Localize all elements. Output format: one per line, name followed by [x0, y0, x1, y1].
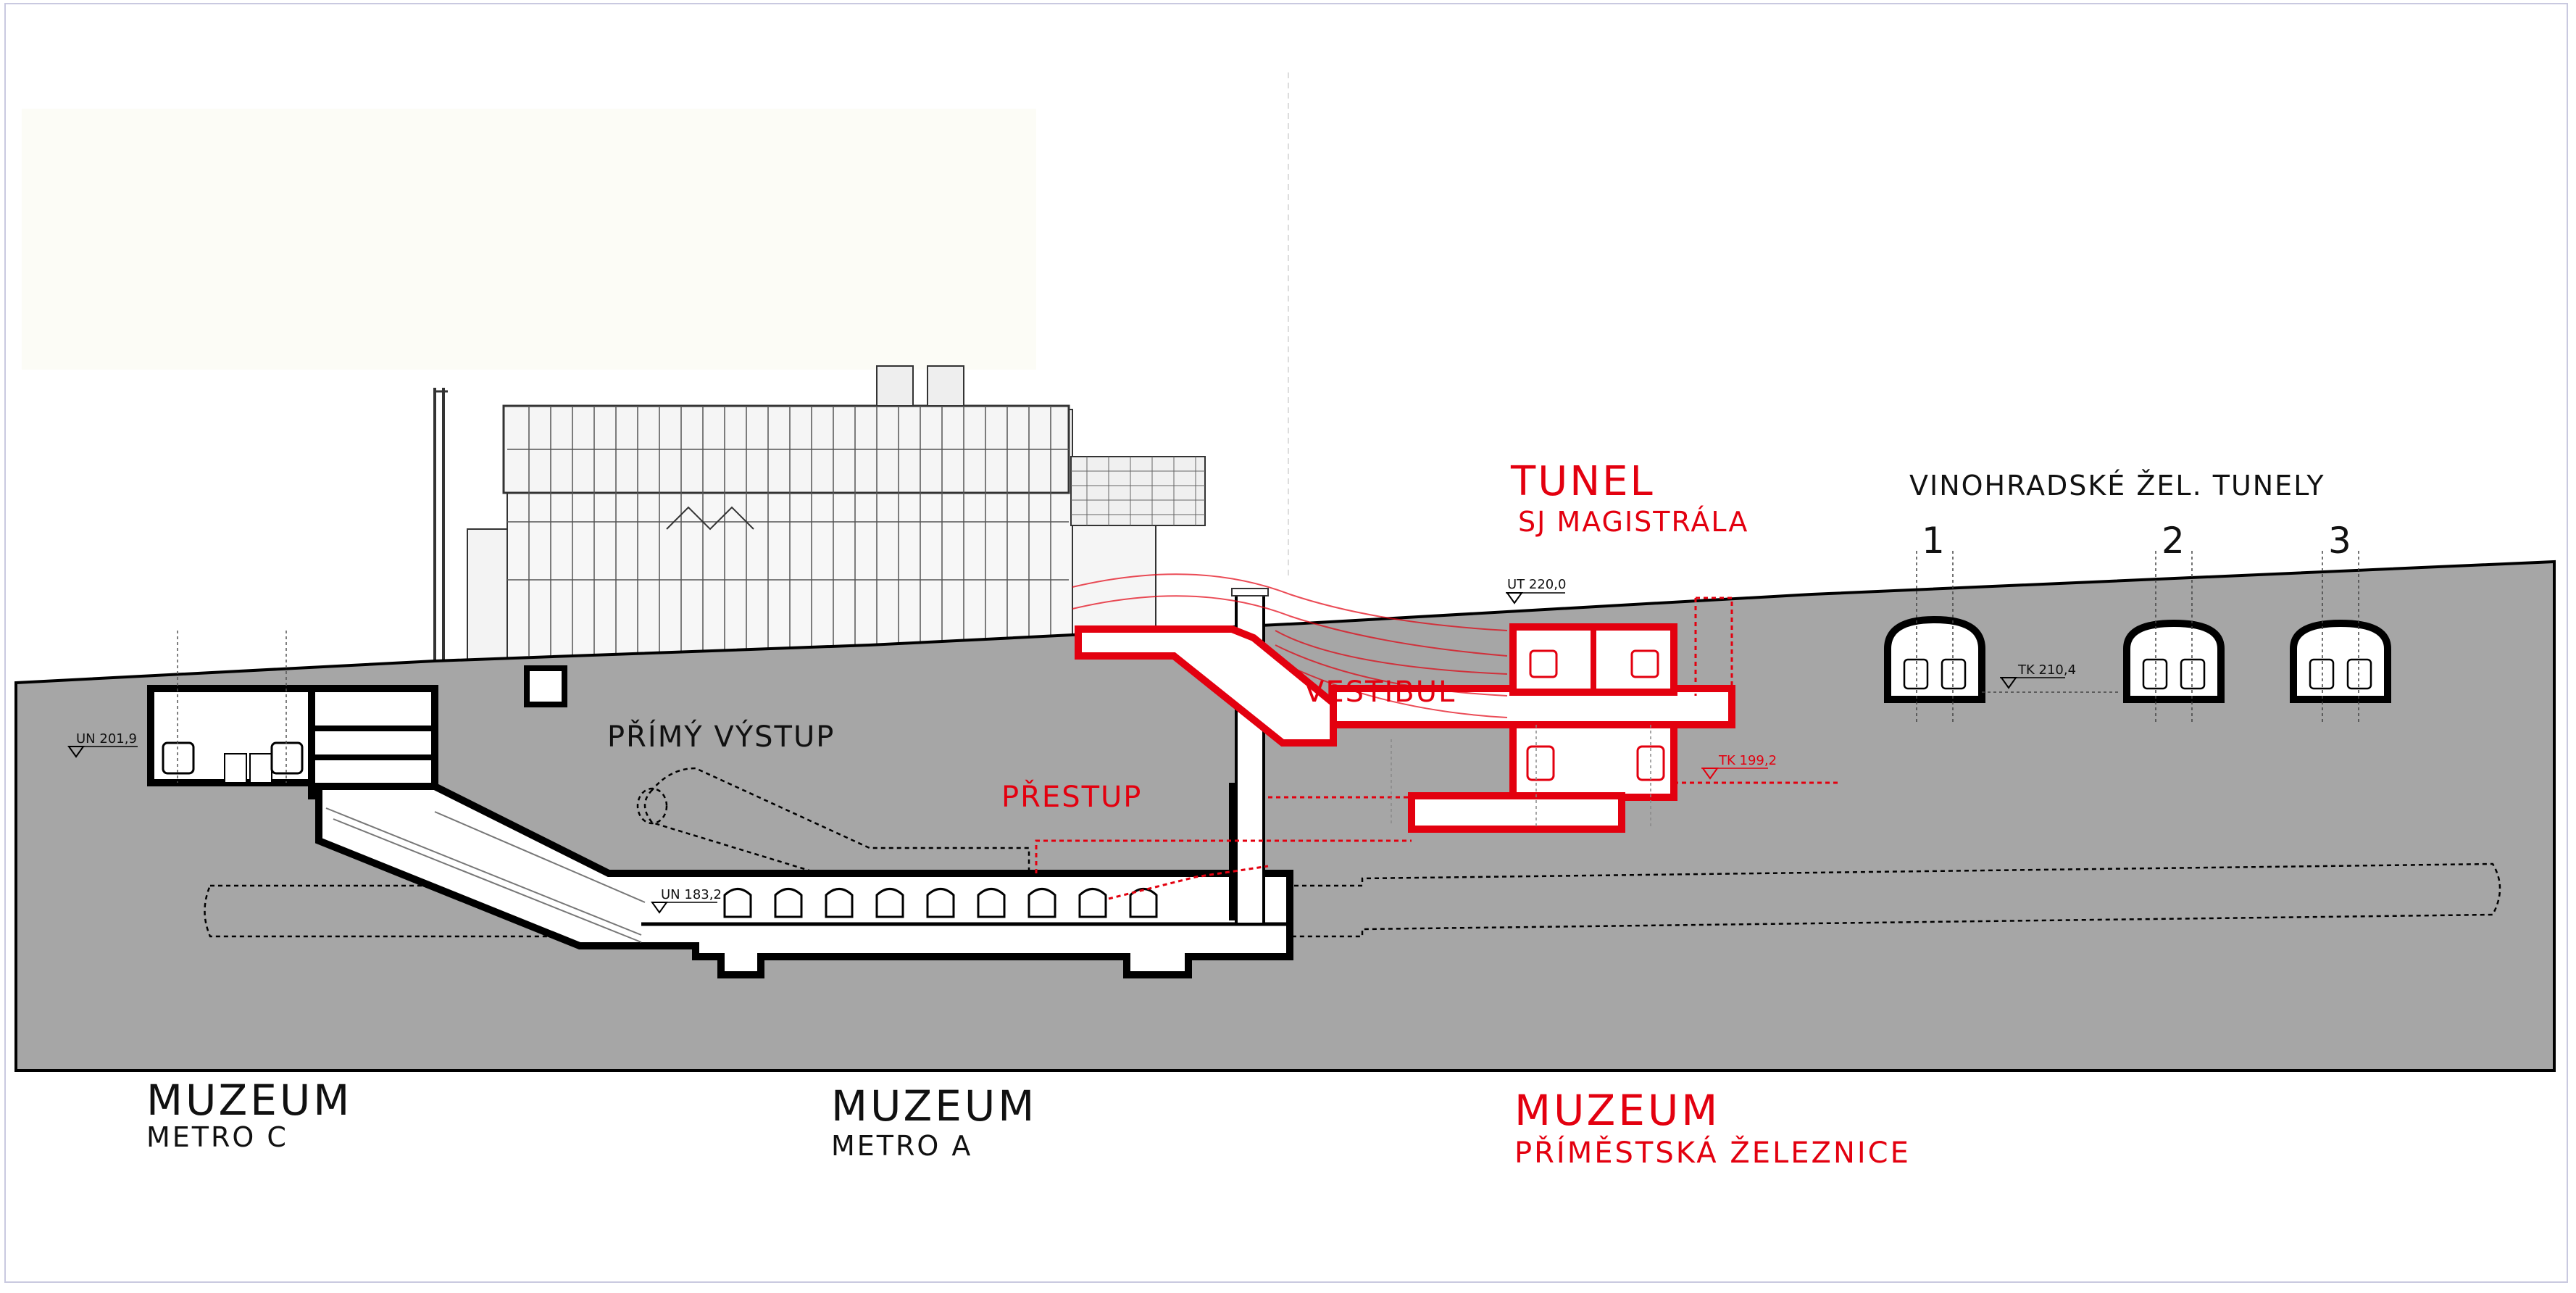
vestibul-ramp: [1075, 625, 1337, 747]
level-marker-ut: UT 220,0: [1506, 577, 1566, 604]
level-un-a-text: UN 183,2: [661, 887, 722, 902]
metro-a-arches: [723, 888, 1158, 918]
metro-a-shaft-wall: [1229, 783, 1236, 920]
muzeum-z-title: MUZEUM: [1514, 1086, 1720, 1135]
level-tk-vino-text: TK 210,4: [2017, 662, 2076, 678]
muzeum-a-subtitle: METRO A: [831, 1130, 972, 1162]
vinohrady-tunnel-1: [1884, 615, 1985, 703]
tunnel-number-1: 1: [1922, 520, 1945, 562]
vinohrady-axes: [1916, 551, 2359, 725]
tunel-subtitle: SJ MAGISTRÁLA: [1518, 506, 1748, 538]
escalator-lines: [325, 807, 646, 943]
tunnel-number-3: 3: [2328, 520, 2351, 562]
route-lines: [1072, 573, 1508, 718]
muzeum-z-subtitle: PŘÍMĚSTSKÁ ŽELEZNICE: [1514, 1135, 1911, 1170]
station-axes: [1391, 725, 1651, 826]
lower-mezzanine: [1408, 792, 1625, 833]
tunnel-number-2: 2: [2162, 520, 2185, 562]
drawing-frame: [4, 3, 2568, 1283]
surface-shaft: [524, 665, 567, 707]
level-tk-new-text: TK 199,2: [1718, 753, 1777, 768]
building-elevation: [433, 365, 1206, 662]
transfer-links: [1035, 596, 1841, 900]
primy-vystup-label: PŘÍMÝ VÝSTUP: [607, 719, 835, 754]
tunel-title: TUNEL: [1510, 458, 1655, 505]
level-marker-tk-vino: TK 210,4: [2000, 662, 2076, 689]
level-un-c-text: UN 201,9: [76, 731, 137, 747]
muzeum-c-title: MUZEUM: [146, 1076, 352, 1125]
vinohradske-title: VINOHRADSKÉ ŽEL. TUNELY: [1909, 470, 2325, 502]
underground-tunnel-outline: [204, 862, 2501, 938]
vinohrady-tunnel-2: [2123, 619, 2225, 703]
direct-exit-mouth: [636, 787, 668, 825]
muzeum-c-subtitle: METRO C: [146, 1121, 288, 1153]
metro-c-structure: [147, 685, 438, 799]
muzeum-a-title: MUZEUM: [831, 1081, 1037, 1131]
prestup-label: PŘESTUP: [1001, 779, 1142, 814]
level-marker-un-a: UN 183,2: [651, 887, 722, 914]
vestibul-label: VESTIBUL: [1304, 675, 1456, 709]
background-wash: [22, 109, 1036, 370]
new-station-structure: [1075, 623, 1735, 833]
escalator-c-to-a: [315, 783, 1293, 978]
level-ut-text: UT 220,0: [1507, 577, 1566, 592]
level-marker-un-c: UN 201,9: [67, 731, 138, 758]
shaft-cap: [1231, 588, 1269, 596]
level-marker-tk-new: TK 199,2: [1701, 753, 1777, 780]
vinohrady-tunnel-3: [2290, 619, 2391, 703]
